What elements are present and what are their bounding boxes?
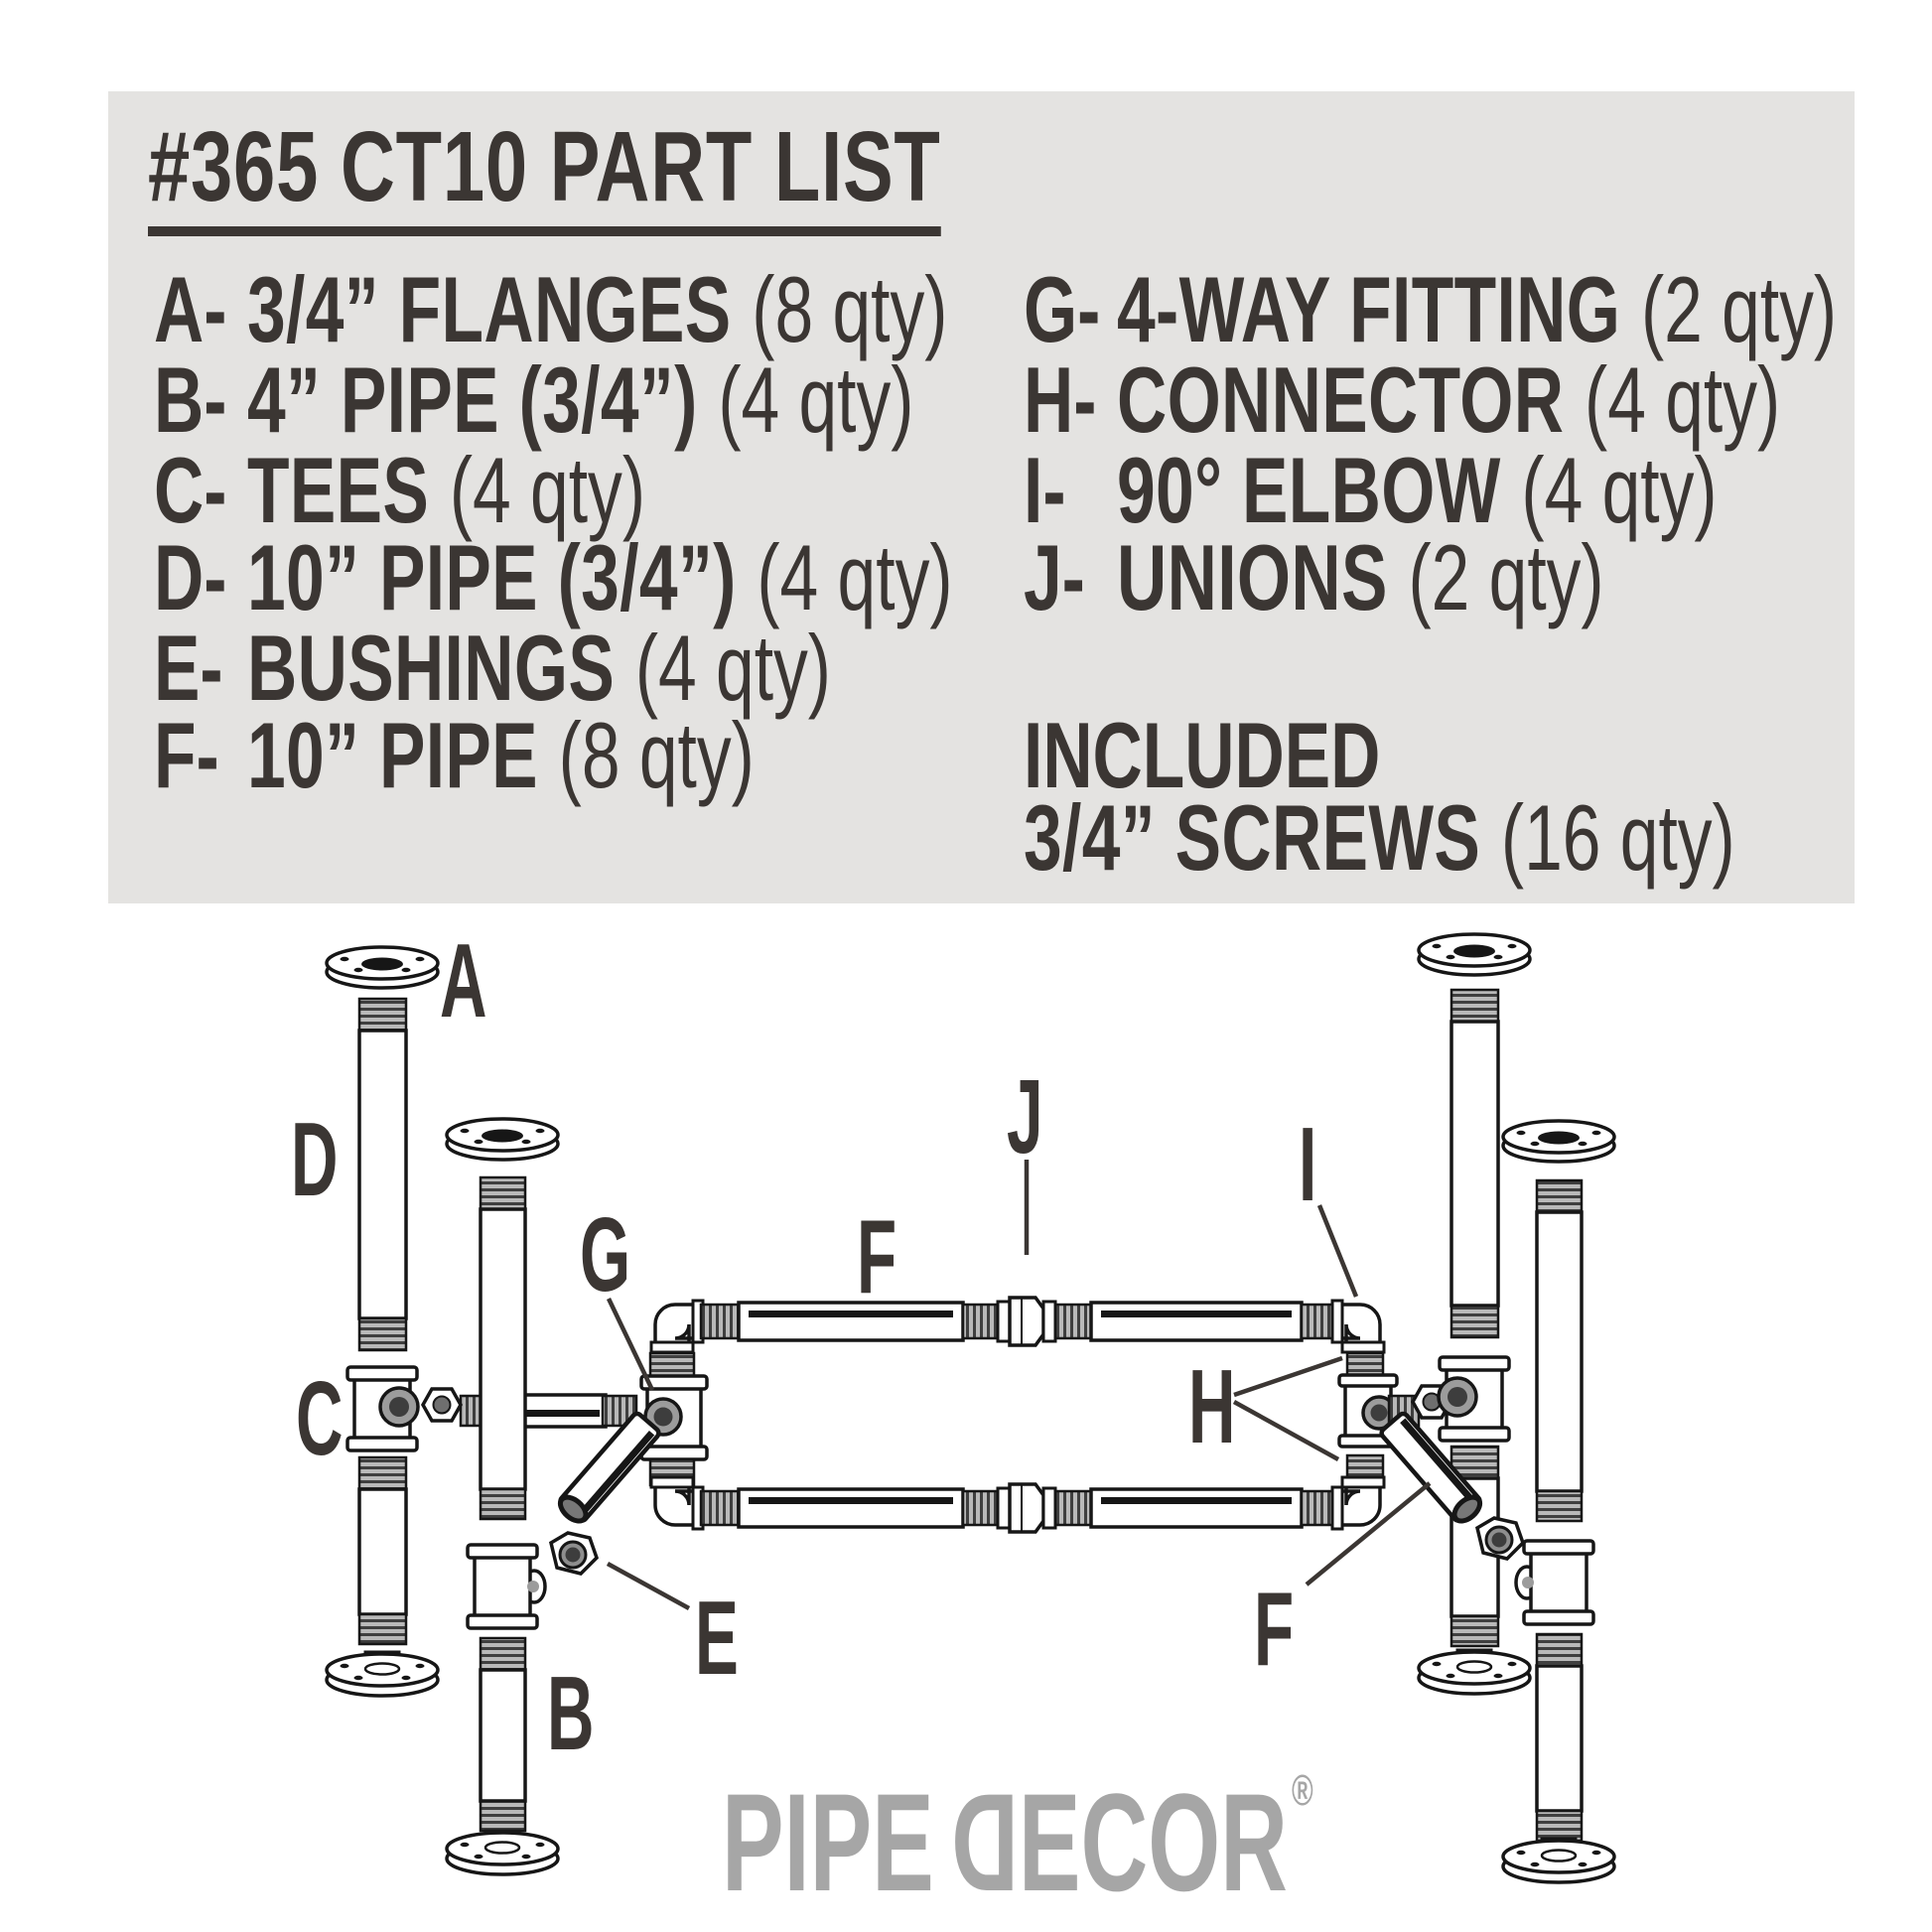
part-row-d: D-10” PIPE (3/4”)(4 qty) bbox=[154, 531, 953, 624]
logo-decor-rest: ECOR bbox=[1018, 1764, 1288, 1920]
bushing-right bbox=[1475, 1516, 1525, 1561]
included-item-row: 3/4” SCREWS(16 qty) bbox=[1024, 791, 1735, 885]
upper-rail bbox=[699, 1296, 1339, 1347]
label-g: G bbox=[580, 1195, 630, 1313]
far-right-leg bbox=[1501, 1119, 1616, 1884]
part-row-c: C-TEES(4 qty) bbox=[154, 444, 645, 537]
part-qty: (4 qty) bbox=[1521, 438, 1718, 542]
part-qty: (4 qty) bbox=[718, 347, 914, 452]
label-j: J bbox=[1007, 1057, 1043, 1175]
part-id: I- bbox=[1024, 438, 1066, 542]
label-h: H bbox=[1188, 1347, 1235, 1465]
logo-word-pipe: PIPE bbox=[722, 1764, 934, 1920]
center-left-leg bbox=[445, 1117, 560, 1876]
hex-nut-left bbox=[421, 1387, 463, 1423]
part-id: H- bbox=[1024, 347, 1097, 452]
part-row-h: H-CONNECTOR(4 qty) bbox=[1024, 353, 1780, 447]
part-name: 10” PIPE (3/4”) bbox=[246, 525, 737, 629]
part-name: TEES bbox=[246, 438, 430, 542]
label-a: A bbox=[440, 921, 486, 1039]
part-qty: (2 qty) bbox=[1640, 257, 1838, 361]
part-row-g: G-4-WAY FITTING(2 qty) bbox=[1024, 263, 1837, 356]
diagram-labels: A D C G B E F J I H F bbox=[291, 921, 1316, 1772]
part-row-a: A-3/4” FLANGES(8 qty) bbox=[154, 263, 947, 356]
registered-mark: ® bbox=[1291, 1766, 1313, 1815]
parts-panel: #365 CT10 PART LIST A-3/4” FLANGES(8 qty… bbox=[108, 91, 1855, 903]
leader-lines bbox=[606, 1160, 1432, 1610]
part-qty: (4 qty) bbox=[449, 438, 646, 542]
bushing-left bbox=[549, 1531, 599, 1576]
part-id: J- bbox=[1024, 525, 1085, 629]
part-name: 90° ELBOW bbox=[1116, 438, 1501, 542]
label-b: B bbox=[547, 1654, 594, 1772]
part-qty: (8 qty) bbox=[558, 703, 755, 807]
included-item: 3/4” SCREWS bbox=[1024, 785, 1481, 890]
included-heading: INCLUDED bbox=[1024, 703, 1381, 807]
logo-flipped-d: D bbox=[951, 1764, 1019, 1920]
part-row-j: J-UNIONS(2 qty) bbox=[1024, 531, 1604, 624]
lower-rail bbox=[699, 1482, 1339, 1534]
part-name: 4” PIPE (3/4”) bbox=[246, 347, 698, 452]
label-d: D bbox=[291, 1100, 338, 1218]
part-name: 4-WAY FITTING bbox=[1116, 257, 1621, 361]
included-heading-row: INCLUDED bbox=[1024, 709, 1380, 802]
label-f-upper: F bbox=[857, 1197, 897, 1315]
part-row-e: E-BUSHINGS(4 qty) bbox=[154, 621, 831, 715]
left-front-leg bbox=[325, 945, 440, 1698]
part-name: 10” PIPE bbox=[246, 703, 538, 807]
left-diagonal-pipe bbox=[555, 1412, 660, 1526]
part-name: BUSHINGS bbox=[246, 616, 616, 720]
logo-word-decor: DECOR bbox=[951, 1764, 1288, 1920]
label-c: C bbox=[296, 1359, 343, 1477]
part-qty: (4 qty) bbox=[1585, 347, 1781, 452]
part-name: UNIONS bbox=[1116, 525, 1388, 629]
part-id: G- bbox=[1024, 257, 1101, 361]
panel-title: #365 CT10 PART LIST bbox=[148, 117, 941, 236]
panel-title-wrap: #365 CT10 PART LIST bbox=[148, 117, 941, 236]
part-qty: (4 qty) bbox=[634, 616, 831, 720]
part-name: CONNECTOR bbox=[1116, 347, 1565, 452]
part-id: A- bbox=[154, 257, 227, 361]
part-qty: (2 qty) bbox=[1408, 525, 1604, 629]
part-name: 3/4” FLANGES bbox=[246, 257, 732, 361]
part-id: B- bbox=[154, 347, 227, 452]
part-row-b: B-4” PIPE (3/4”)(4 qty) bbox=[154, 353, 913, 447]
part-id: C- bbox=[154, 438, 227, 542]
four-way-stack bbox=[639, 1299, 709, 1531]
label-f-lower: F bbox=[1254, 1570, 1294, 1688]
part-qty: (4 qty) bbox=[757, 525, 953, 629]
part-qty: (8 qty) bbox=[752, 257, 948, 361]
part-id: D- bbox=[154, 525, 227, 629]
part-row-i: I-90° ELBOW(4 qty) bbox=[1024, 444, 1718, 537]
part-id: F- bbox=[154, 703, 219, 807]
part-row-f: F-10” PIPE(8 qty) bbox=[154, 709, 755, 802]
part-id: E- bbox=[154, 616, 223, 720]
right-front-leg bbox=[1417, 932, 1532, 1696]
label-e: E bbox=[695, 1579, 739, 1697]
label-i: I bbox=[1299, 1105, 1316, 1223]
included-qty: (16 qty) bbox=[1500, 785, 1735, 890]
